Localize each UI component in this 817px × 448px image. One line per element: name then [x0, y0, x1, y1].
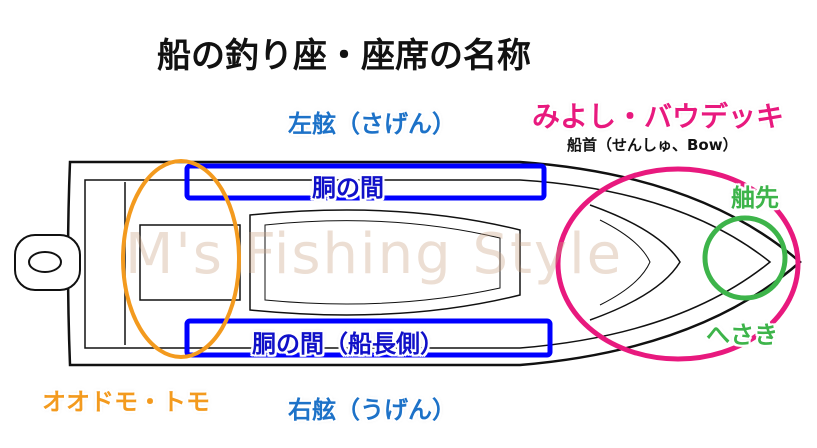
bow-ellipse — [555, 166, 801, 362]
outboard-motor — [14, 234, 81, 291]
stern-ellipse — [121, 159, 241, 359]
watermark: M's Fishing Style — [125, 222, 624, 287]
starboard-label: 右舷（うげん） — [288, 396, 456, 424]
midship-top-label: 胴の間 — [312, 174, 384, 202]
bow-label: みよし・バウデッキ — [532, 100, 785, 133]
bow-tip-circle — [702, 215, 788, 301]
midship-top-box — [184, 163, 547, 201]
bow-sublabel: 船首（せんしゅ、Bow） — [567, 136, 738, 154]
stern-label: オオドモ・トモ — [42, 388, 210, 416]
port-label: 左舷（さげん） — [288, 110, 456, 138]
bow-tip-label: 舳先 — [731, 184, 779, 212]
midship-bottom-label: 胴の間（船長側） — [252, 330, 444, 358]
bow-tip-reading: へさき — [706, 321, 778, 349]
page-title: 船の釣り座・座席の名称 — [157, 36, 531, 76]
midship-bottom-box — [184, 318, 553, 358]
